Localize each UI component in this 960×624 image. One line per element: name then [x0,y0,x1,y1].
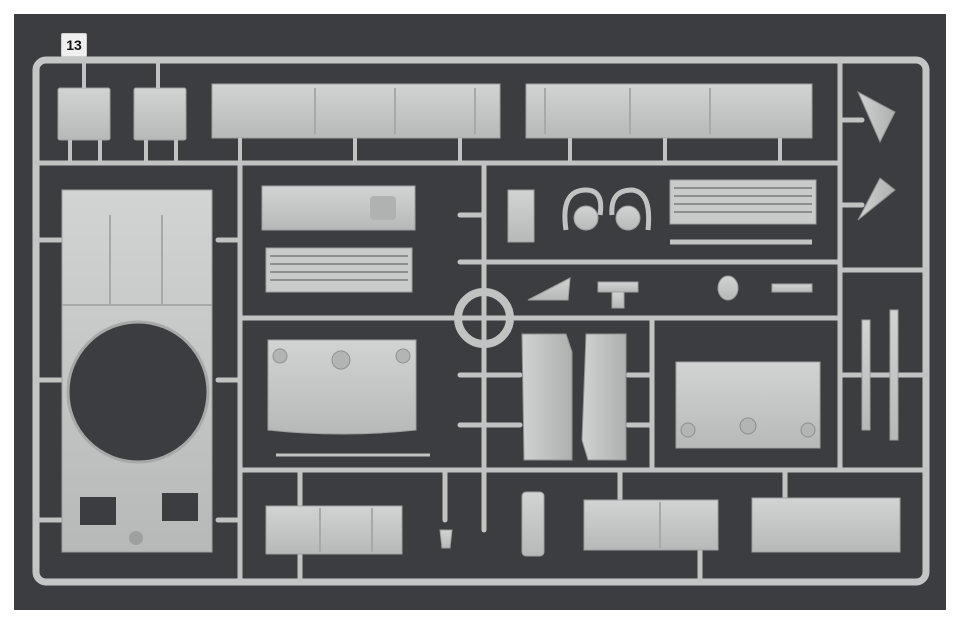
grille-left [265,247,413,293]
grille-right [669,179,817,225]
engine-deck-plate [267,339,417,435]
fin-parts [856,90,896,221]
side-armor-pieces [521,333,627,461]
small-tools [527,275,899,441]
top-small-blocks [57,87,187,141]
rear-plate-part [261,185,416,231]
sprue-runners [33,60,929,583]
lights-parts [507,187,652,243]
hull-plate [61,189,213,553]
bottom-boxes [265,491,901,557]
sprue-number-tag: 13 [61,33,87,57]
sprue-frame [32,56,930,586]
hatch-plate [675,361,821,449]
ring-junction [454,288,514,348]
top-long-panels [211,83,813,139]
